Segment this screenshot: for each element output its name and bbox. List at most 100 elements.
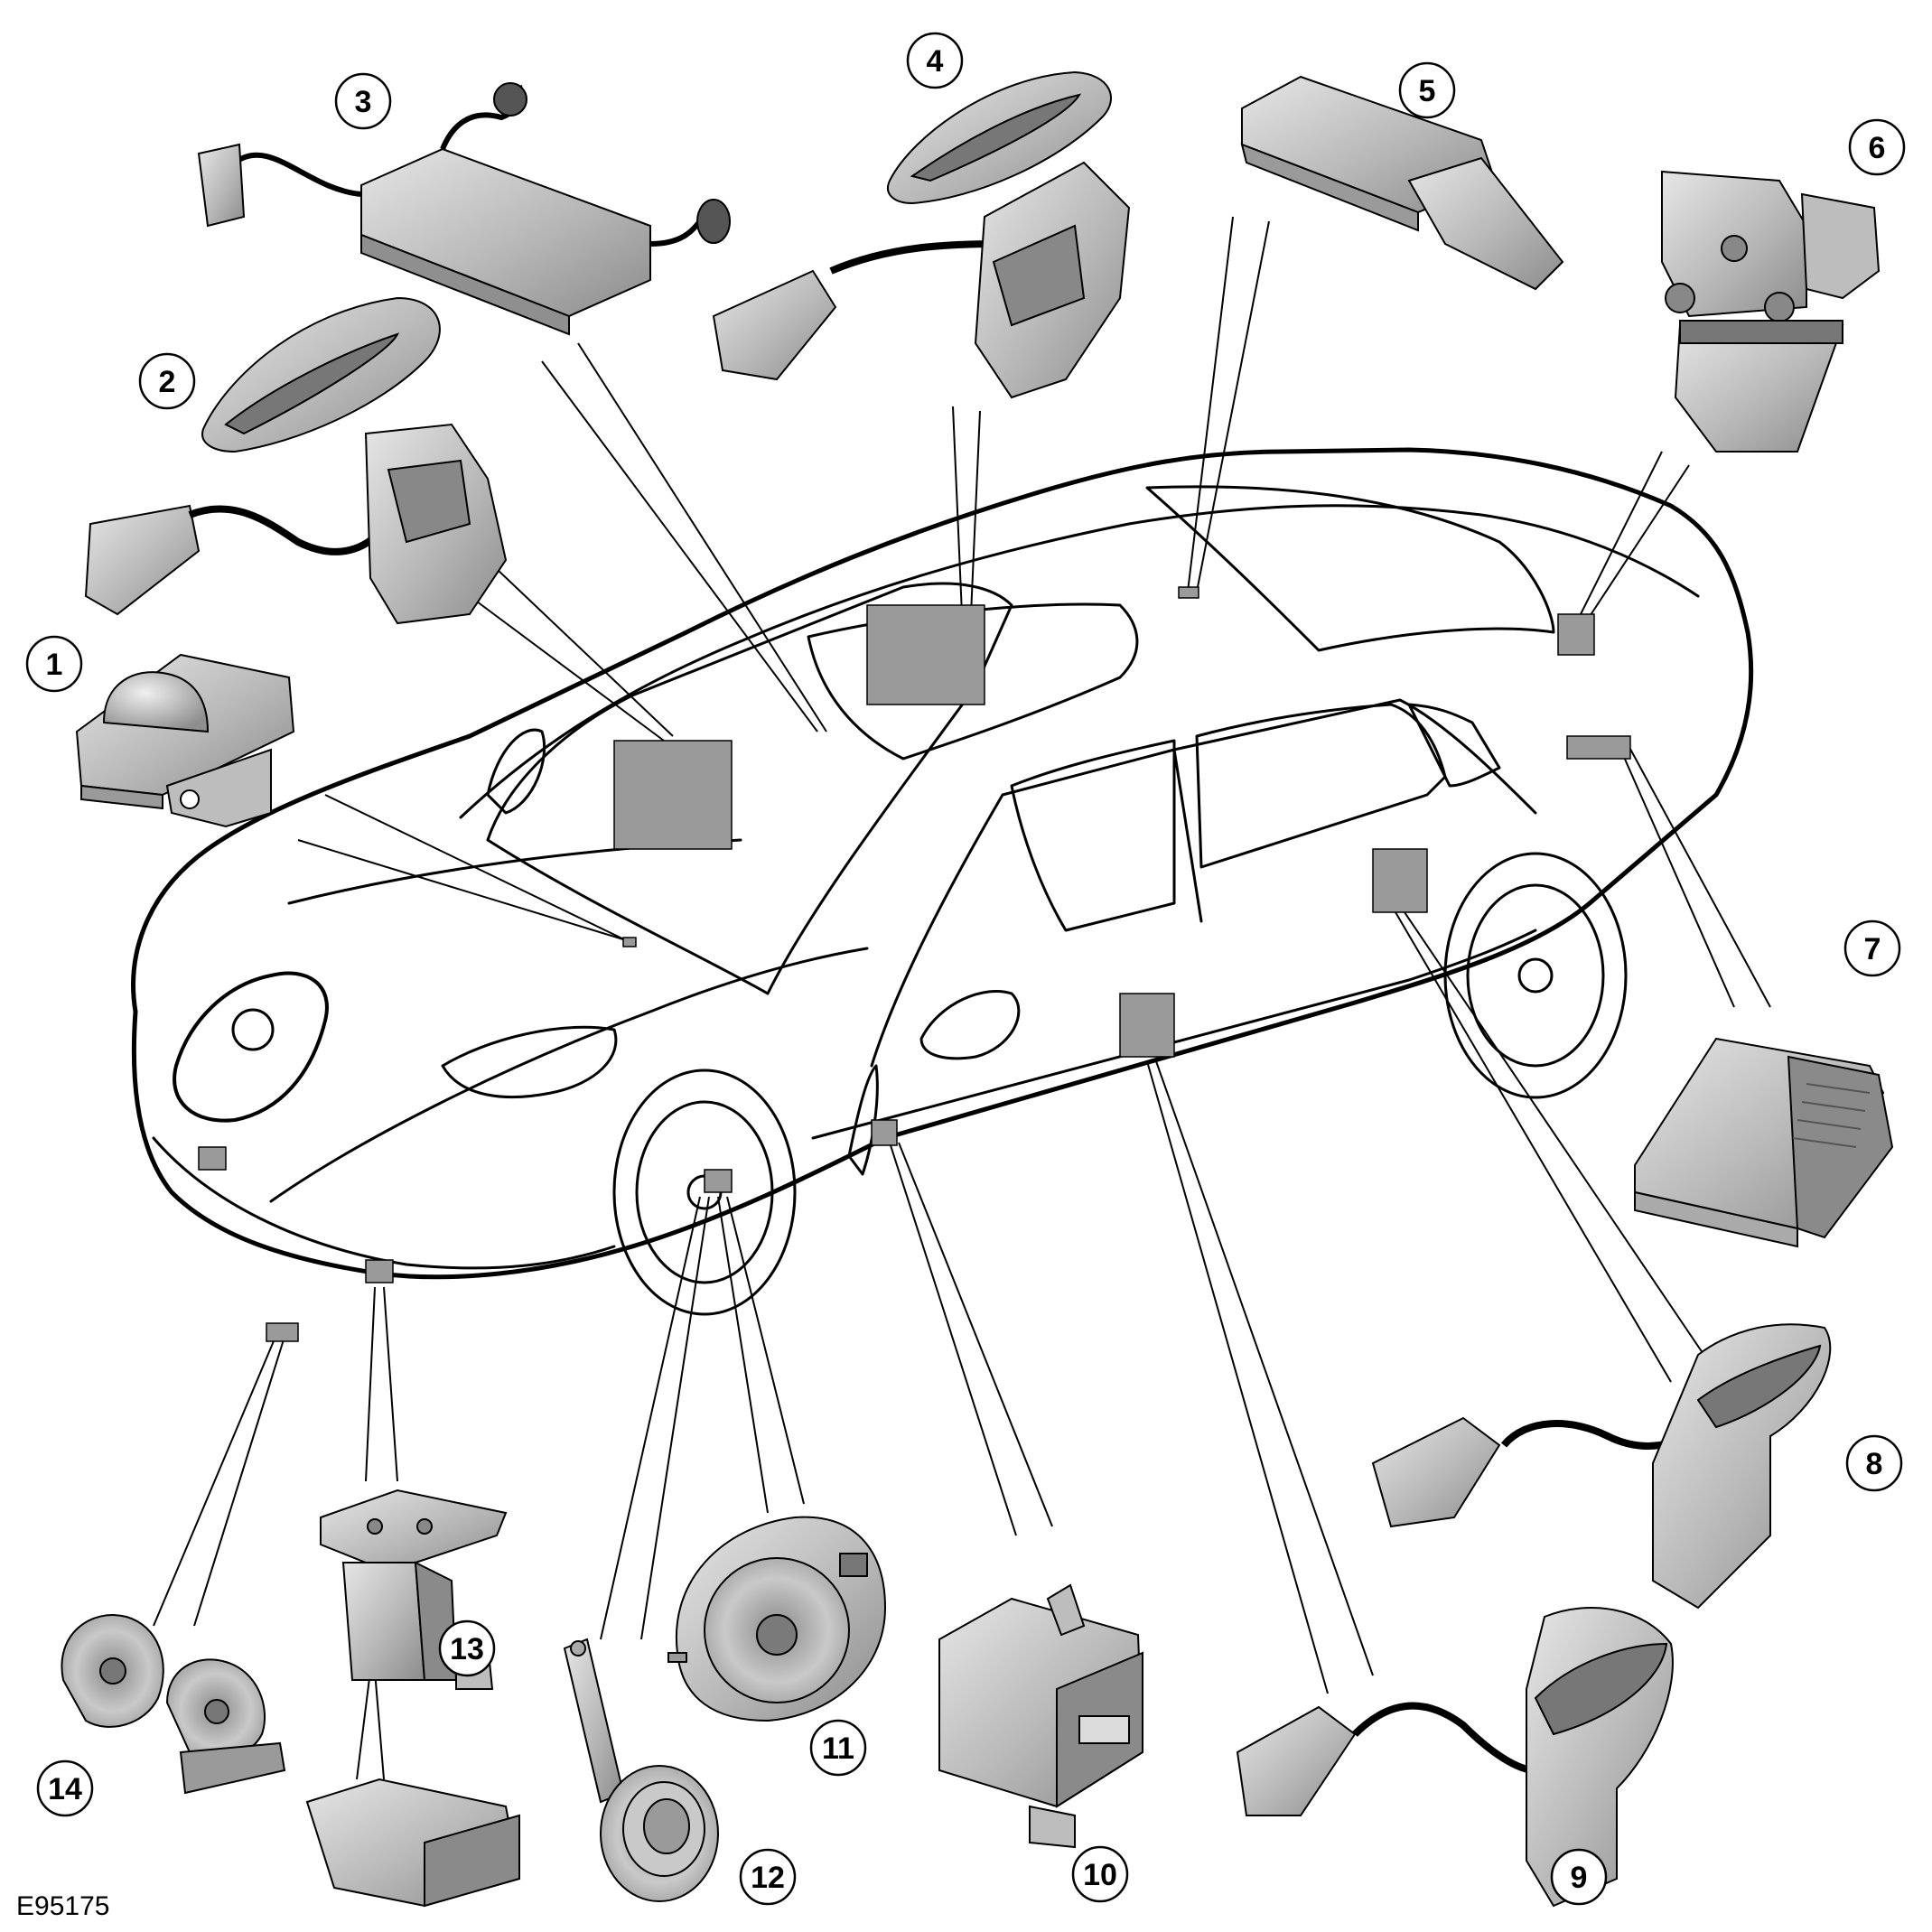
leader-lines	[153, 216, 1771, 1780]
component-8-door-handle-latch	[1371, 1323, 1832, 1610]
leader-11a	[717, 1196, 769, 1514]
rear-wheel-rim	[1466, 883, 1605, 1068]
marker-keyless-antenna	[1178, 586, 1199, 599]
roof-line	[459, 504, 1700, 819]
component-12-horn	[563, 1638, 719, 1902]
component-10-relay-module	[938, 1583, 1144, 1849]
leader-6a	[1575, 451, 1663, 624]
rear-side-window	[1195, 703, 1447, 869]
car-outline	[131, 447, 1754, 1316]
callout-4: 4	[906, 32, 964, 89]
callout-2: 2	[138, 352, 196, 410]
leader-13c	[356, 1670, 371, 1780]
rear-window	[1145, 485, 1555, 652]
component-1-sounder-module	[75, 653, 295, 828]
leader-10b	[898, 1142, 1053, 1527]
svg-text:4: 4	[927, 44, 944, 79]
front-side-window	[1010, 739, 1176, 932]
sunroof	[807, 602, 1139, 761]
svg-text:6: 6	[1869, 131, 1886, 165]
leader-4a	[952, 406, 963, 615]
callout-7: 7	[1843, 919, 1901, 977]
car-body-outline	[131, 447, 1754, 1280]
callout-1: 1	[25, 635, 83, 693]
svg-text:5: 5	[1419, 74, 1436, 108]
marker-rear-door-handle	[1372, 848, 1428, 913]
side-vent	[847, 1064, 879, 1176]
callout-9: 9	[1550, 1848, 1608, 1906]
leader-13d	[374, 1670, 385, 1780]
svg-text:11: 11	[822, 1731, 854, 1766]
svg-text:8: 8	[1866, 1447, 1883, 1481]
leader-13a	[365, 1286, 376, 1482]
svg-text:10: 10	[1083, 1858, 1117, 1892]
marker-bonnet-latch	[365, 1259, 394, 1283]
svg-text:12: 12	[751, 1861, 785, 1895]
leader-1b	[297, 839, 624, 940]
callout-labels: 1 2 3 4 5 6 7 8 9 10 11 12 13 14	[25, 32, 1906, 1906]
windshield	[486, 582, 1013, 995]
marker-sounder	[704, 1169, 733, 1193]
component-14-twin-horns	[61, 1614, 286, 1795]
callout-5: 5	[1398, 61, 1456, 119]
front-wheel	[612, 1069, 797, 1316]
leader-3b	[541, 360, 818, 733]
leader-11b	[726, 1196, 805, 1505]
callout-3: 3	[334, 72, 392, 130]
hood-line	[269, 947, 869, 1203]
marker-rear-module	[1566, 735, 1631, 760]
marker-rain-sensor	[622, 937, 637, 947]
marker-b-pillar-module	[871, 1119, 898, 1146]
quarter-window	[1407, 703, 1501, 788]
callout-13: 13	[438, 1619, 496, 1677]
component-6-tailgate-latch	[1661, 170, 1881, 453]
front-wheel-rim	[635, 1100, 774, 1284]
component-5-control-module	[1240, 75, 1564, 291]
leader-14b	[193, 1336, 285, 1627]
leader-1a	[324, 794, 629, 942]
leader-2a	[469, 595, 665, 742]
marker-windshield-door-assy	[613, 740, 733, 850]
leader-7b	[1625, 740, 1771, 1008]
leader-9a	[1146, 1060, 1329, 1694]
rear-door-line	[1172, 698, 1537, 815]
leader-4b	[970, 410, 981, 615]
leader-9b	[1155, 1060, 1374, 1676]
headlight	[441, 1025, 618, 1098]
callout-11: 11	[809, 1719, 867, 1777]
svg-text:3: 3	[355, 85, 372, 119]
component-13-bonnet-latch	[305, 1489, 521, 1908]
svg-text:2: 2	[159, 365, 176, 399]
marker-front-door-handle	[1119, 993, 1175, 1058]
leader-12a	[600, 1196, 701, 1640]
svg-text:14: 14	[48, 1772, 82, 1806]
rear-wheel	[1443, 852, 1628, 1099]
component-7-body-control-module	[1634, 1037, 1894, 1248]
front-bumper	[152, 1136, 616, 1270]
leader-8b	[1404, 911, 1717, 1374]
leader-5a	[1187, 216, 1234, 593]
component-4-rear-door-handle-latch	[712, 70, 1131, 399]
callout-12: 12	[739, 1848, 797, 1906]
callout-14: 14	[36, 1759, 94, 1817]
svg-text:7: 7	[1864, 932, 1881, 966]
marker-front-latch	[198, 1146, 227, 1171]
marker-sunroof-door-assy	[866, 604, 985, 705]
svg-text:9: 9	[1571, 1861, 1588, 1895]
leader-3a	[577, 342, 827, 733]
component-3-keyless-module-harness	[197, 82, 731, 336]
leader-7a	[1616, 740, 1735, 1008]
leader-12b	[640, 1196, 710, 1640]
leader-5b	[1196, 220, 1270, 593]
component-9-door-handle-latch	[1236, 1607, 1674, 1908]
leader-2b	[496, 568, 674, 737]
callout-8: 8	[1845, 1434, 1903, 1492]
figure-id: E95175	[16, 1891, 109, 1921]
callout-6: 6	[1848, 118, 1906, 176]
leader-8a	[1395, 911, 1672, 1383]
leader-10a	[889, 1142, 1017, 1536]
grille-badge	[231, 1008, 275, 1051]
svg-text:13: 13	[450, 1632, 484, 1666]
component-2-front-door-handle-latch	[84, 296, 508, 625]
